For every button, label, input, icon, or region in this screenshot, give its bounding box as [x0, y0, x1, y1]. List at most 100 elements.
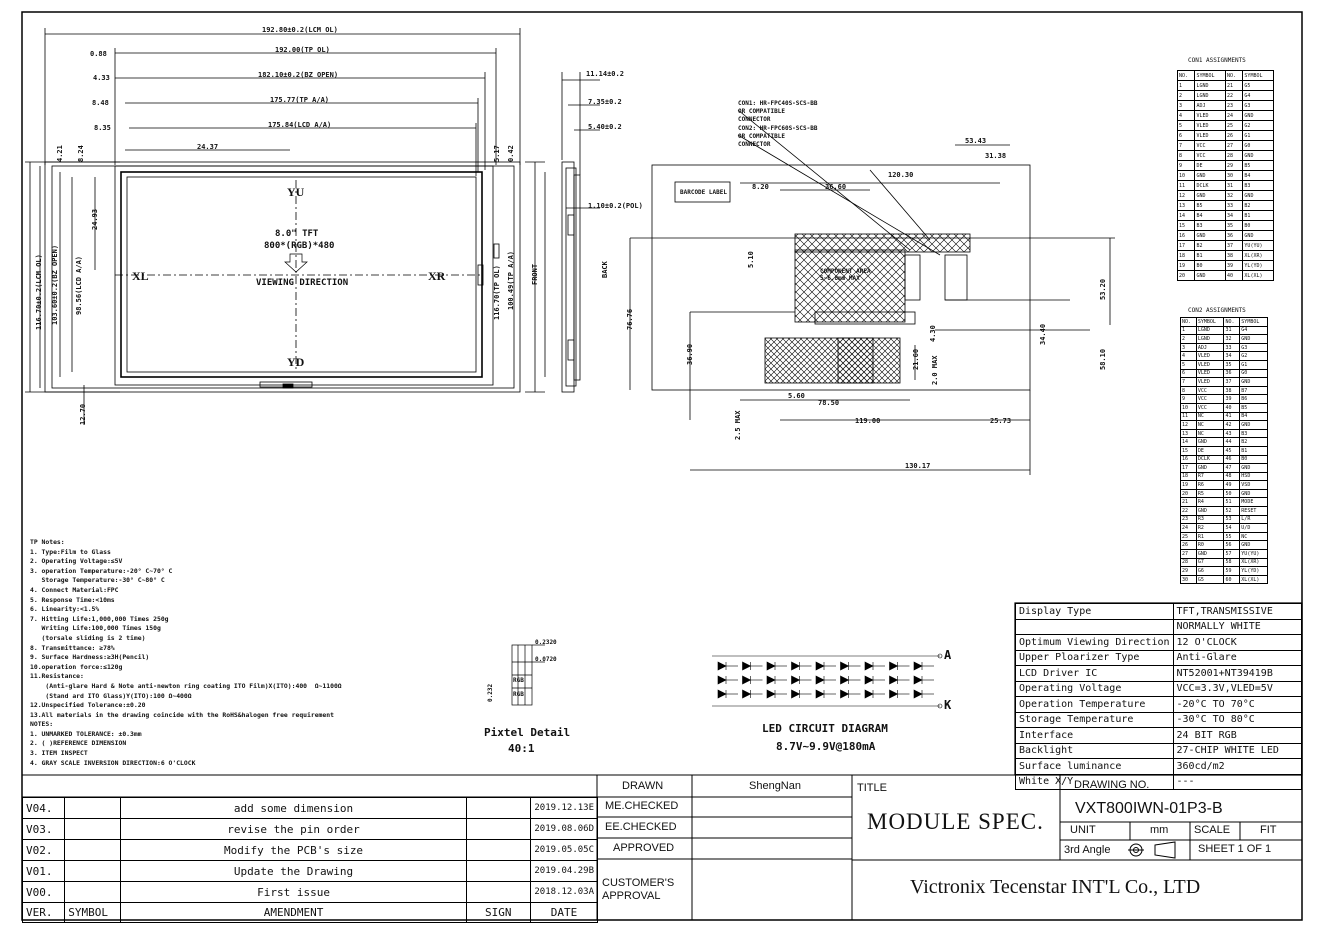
revision-cell: [465, 881, 531, 903]
pin-cell: 26: [1180, 540, 1197, 551]
pin-cell: 6: [1180, 368, 1197, 379]
dim-24-93: 24.93: [91, 208, 99, 230]
side-view: [561, 72, 600, 393]
pin-cell: 41: [1223, 411, 1241, 422]
pin-cell: B1: [1242, 210, 1274, 221]
pin-cell: 26: [1224, 130, 1244, 141]
pin-cell: VLED: [1194, 130, 1226, 141]
con1-title: CON1 ASSIGNMENTS: [1188, 57, 1246, 64]
pin-cell: B2: [1194, 240, 1226, 251]
pin-cell: 19: [1176, 260, 1196, 271]
pin-cell: 40: [1223, 402, 1241, 413]
pin-cell: G2: [1239, 351, 1268, 361]
led-anode-label: A: [944, 648, 952, 662]
pin-cell: 38: [1223, 385, 1241, 396]
sheet-label: SHEET 1 OF 1: [1198, 843, 1272, 855]
revision-cell: [64, 839, 122, 861]
pin-cell: 29: [1224, 160, 1244, 171]
tp-note-line: 7. Hitting Life:1,000,000 Times 250g: [30, 614, 169, 623]
pin-cell: B6: [1239, 394, 1268, 404]
pin-cell: 6: [1176, 130, 1196, 141]
pin-cell: 47: [1223, 463, 1241, 473]
led-diode: [791, 689, 801, 699]
pin-cell: VCC: [1194, 140, 1226, 151]
spec-value: 360cd/m2: [1172, 758, 1303, 775]
revision-cell: [465, 797, 531, 819]
pin-cell: 52: [1223, 506, 1241, 516]
pixel-detail-drawing: [511, 644, 545, 706]
revision-cell: 2019.12.13E: [529, 797, 599, 819]
spec-label: Display Type: [1015, 603, 1174, 620]
label-xr: XR: [428, 269, 446, 283]
dim-34-40: 34.40: [1039, 323, 1047, 345]
pin-cell: 33: [1224, 200, 1244, 211]
pin-cell: 10: [1180, 402, 1197, 413]
pin-cell: GND: [1239, 540, 1268, 551]
scale-value: FIT: [1260, 824, 1277, 836]
pin-cell: 13: [1180, 428, 1197, 439]
pin-cell: 34: [1223, 351, 1241, 361]
revision-cell: [465, 860, 531, 882]
pin-cell: LGND: [1195, 334, 1225, 344]
component-area-label: COMPONENT AREA 5~6.8mm MAX: [820, 268, 871, 282]
pin-cell: R0: [1195, 540, 1225, 551]
revision-header-cell: DATE: [529, 902, 599, 923]
dim-lcd-aa: 175.84(LCD A/A): [268, 121, 332, 129]
dim-53-20: 53.20: [1099, 278, 1107, 300]
spec-value: 12 O'CLOCK: [1172, 634, 1303, 651]
dim-25-73: 25.73: [990, 417, 1012, 425]
pin-cell: GND: [1239, 420, 1268, 430]
tp-note-line: 3. ITEM INSPECT: [30, 749, 88, 758]
pin-cell: 40: [1224, 270, 1244, 281]
tp-note-line: 4. Connect Material:FPC: [30, 585, 119, 594]
spec-row: Storage Temperature-30°C TO 80°C: [1015, 711, 1303, 728]
drawn-value: ShengNan: [749, 780, 801, 792]
dim-78-50: 78.50: [818, 399, 840, 407]
led-circuit-voltage: 8.7V~9.9V@180mA: [776, 740, 876, 753]
pin-cell: GND: [1195, 463, 1225, 473]
pin-cell: GND: [1242, 190, 1274, 201]
led-diode: [913, 675, 923, 685]
led-diode: [742, 689, 752, 699]
label-xl: XL: [132, 269, 149, 283]
dim-lcm-height: 116.70±0.2(LCM OL): [35, 254, 43, 330]
revision-cell: [64, 881, 122, 903]
pin-cell: XL(XR): [1239, 557, 1268, 568]
pixel-dim-2: 0.0720: [535, 656, 557, 663]
pin-cell: 48: [1223, 471, 1241, 482]
dim-8-24: 8.24: [77, 145, 85, 162]
pin-cell: G0: [1239, 368, 1268, 379]
revision-header-cell: SIGN: [465, 902, 531, 923]
pin-cell: 29: [1180, 566, 1197, 576]
pin-cell: GND: [1242, 110, 1274, 121]
dim-53-43: 53.43: [965, 137, 987, 145]
revision-header-cell: SYMBOL: [64, 902, 122, 923]
dim-4-33: 4.33: [93, 74, 110, 82]
front-view: [25, 28, 546, 425]
dim-24-37: 24.37: [197, 143, 219, 151]
dim-5-60: 5.60: [788, 392, 805, 400]
spec-value: -20°C TO 70°C: [1172, 696, 1303, 713]
led-diode: [864, 675, 874, 685]
pin-header-cell: SYMBOL: [1195, 317, 1225, 327]
pin-cell: GND: [1239, 488, 1268, 499]
scale-label: SCALE: [1194, 824, 1231, 836]
spec-value: NORMALLY WHITE: [1172, 618, 1303, 635]
dim-4-30: 4.30: [929, 325, 937, 342]
spec-label: Operation Temperature: [1015, 696, 1174, 713]
dim-4-21: 4.21: [56, 145, 64, 162]
dim-2-0-max: 2.0 MAX: [931, 355, 939, 385]
unit-value: mm: [1150, 824, 1169, 836]
